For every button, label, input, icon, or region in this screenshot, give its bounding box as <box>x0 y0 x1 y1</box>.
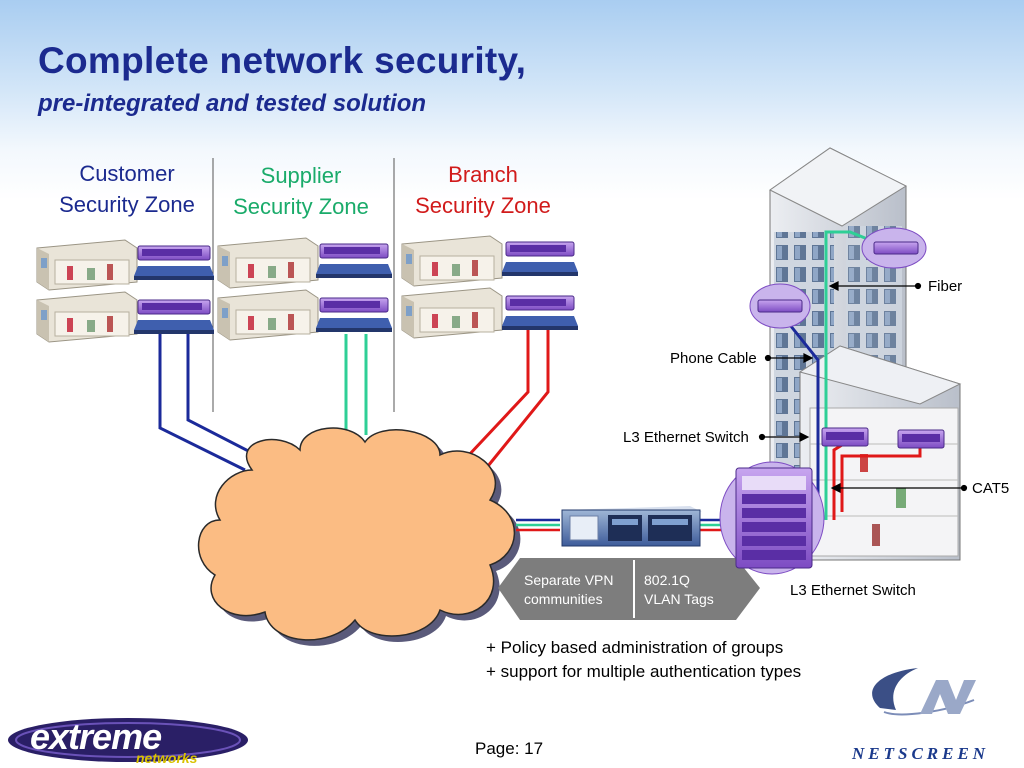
arrow-box-right-line2: VLAN Tags <box>644 591 714 607</box>
network-cloud <box>198 427 521 646</box>
bullet-policy: + Policy based administration of groups <box>486 638 784 657</box>
office-building-icon <box>401 287 503 339</box>
arrow-box-right-line1: 802.1Q <box>644 572 690 588</box>
arrow-box-right-text: 802.1Q VLAN Tags <box>644 571 714 609</box>
extreme-logo-sub: networks <box>136 750 198 766</box>
firewall-appliance-icon <box>134 245 214 280</box>
callout-l3-switch-lower: L3 Ethernet Switch <box>790 582 916 599</box>
building-router-phone <box>749 283 811 329</box>
callout-phone-cable: Phone Cable <box>670 350 757 367</box>
netscreen-logo-mark <box>872 668 976 716</box>
slide-title: Complete network security, <box>38 40 527 81</box>
extreme-networks-logo-mark <box>8 718 248 762</box>
netscreen-logo-word: NETSCREEN <box>852 744 990 763</box>
arrow-box-left-text: Separate VPN communities <box>524 571 614 609</box>
firewall-appliance-icon <box>502 295 578 330</box>
customer-links <box>158 334 263 472</box>
zone-branch-line1: Branch <box>448 162 518 187</box>
netscreen-firewall-appliance <box>561 506 702 547</box>
callout-l3-switch-upper: L3 Ethernet Switch <box>623 429 749 446</box>
zone-label-supplier: Supplier Security Zone <box>218 160 384 222</box>
bullet-authentication: + support for multiple authentication ty… <box>486 662 802 681</box>
zone-label-customer: Customer Security Zone <box>44 158 210 220</box>
supplier-links <box>344 334 368 440</box>
zone-branch-line2: Security Zone <box>415 193 551 218</box>
zone-supplier-line2: Security Zone <box>233 194 369 219</box>
firewall-appliance-icon <box>316 297 392 332</box>
building-router-fiber <box>861 227 927 269</box>
zone-customer-line2: Security Zone <box>59 192 195 217</box>
slide-subtitle: pre-integrated and tested solution <box>38 90 427 117</box>
office-building-icon <box>217 237 319 289</box>
callout-cat5: CAT5 <box>972 480 1010 497</box>
firewall-appliance-icon <box>316 243 392 278</box>
zone-supplier-line1: Supplier <box>260 163 342 188</box>
building-l3-switch-b <box>897 429 945 449</box>
zone-customer-line1: Customer <box>79 161 175 186</box>
office-building-icon <box>36 239 138 291</box>
extreme-logo-word: extreme <box>30 716 162 757</box>
building-l3-switch-a <box>821 427 869 447</box>
office-building-icon <box>217 289 319 341</box>
callout-fiber: Fiber <box>928 278 963 295</box>
page-number: Page: 17 <box>475 739 544 758</box>
firewall-appliance-icon <box>134 299 214 334</box>
office-building-icon <box>401 235 503 287</box>
callout-pointers <box>758 281 968 493</box>
core-l3-ethernet-switch <box>719 461 825 575</box>
office-building-icon <box>36 291 138 343</box>
vpn-vlan-arrow-box <box>498 558 760 620</box>
arrow-box-left-line1: Separate VPN <box>524 572 614 588</box>
arrow-box-left-line2: communities <box>524 591 603 607</box>
zone-label-branch: Branch Security Zone <box>400 159 566 221</box>
cloud-to-netscreen-links <box>516 518 560 532</box>
branch-links <box>466 330 550 467</box>
firewall-appliance-icon <box>502 241 578 276</box>
